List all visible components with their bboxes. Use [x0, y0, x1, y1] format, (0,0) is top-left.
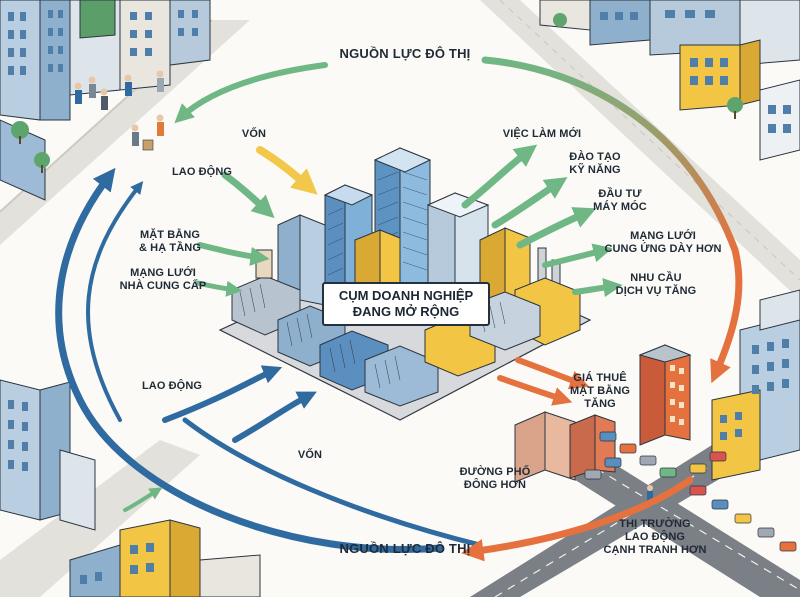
supplier-network-label: MẠNG LƯỚI NHÀ CUNG CẤP — [119, 267, 207, 292]
labor-bottom-label: LAO ĐỘNG — [141, 380, 203, 392]
blue-flow-arrows — [55, 167, 483, 553]
people-icon — [74, 70, 164, 151]
car-traffic — [584, 431, 797, 552]
labor-top-label: LAO ĐỘNG — [171, 166, 233, 178]
cluster-title-box: CỤM DOANH NGHIỆP ĐANG MỞ RỘNG — [322, 282, 490, 326]
service-demand-label: NHU CẦU DỊCH VỤ TĂNG — [615, 272, 697, 297]
skills-training-label: ĐÀO TẠO KỸ NĂNG — [569, 151, 621, 176]
machine-investment-label: ĐẦU TƯ MÁY MÓC — [593, 188, 647, 213]
capital-bottom-label: VỐN — [297, 449, 323, 461]
city-block-bottom-left — [0, 379, 261, 597]
rent-increase-label: GIÁ THUÊ MẶT BẰNG TĂNG — [569, 372, 631, 410]
capital-top-label: VỐN — [241, 128, 267, 140]
city-block-top-left — [0, 0, 211, 201]
city-block-bottom-right — [514, 289, 800, 552]
denser-supply-network-label: MẠNG LƯỚI CUNG ỨNG DÀY HƠN — [604, 230, 722, 255]
urban-resources-top-label: NGUỒN LỰC ĐÔ THỊ — [339, 46, 471, 61]
green-flow-arrows — [123, 56, 739, 512]
yellow-flow-arrow — [256, 146, 318, 195]
new-jobs-label: VIỆC LÀM MỚI — [502, 128, 582, 140]
urban-resources-bottom-label: NGUỒN LỰC ĐÔ THỊ — [339, 541, 471, 556]
labor-market-competition-label: THỊ TRƯỜNG LAO ĐỘNG CẠNH TRANH HƠN — [603, 518, 707, 556]
premises-infrastructure-label: MẶT BẰNG & HẠ TẦNG — [138, 229, 201, 254]
busier-streets-label: ĐƯỜNG PHỐ ĐÔNG HƠN — [459, 466, 531, 491]
city-block-top-right — [539, 0, 800, 161]
orange-flow-arrows — [461, 246, 743, 562]
